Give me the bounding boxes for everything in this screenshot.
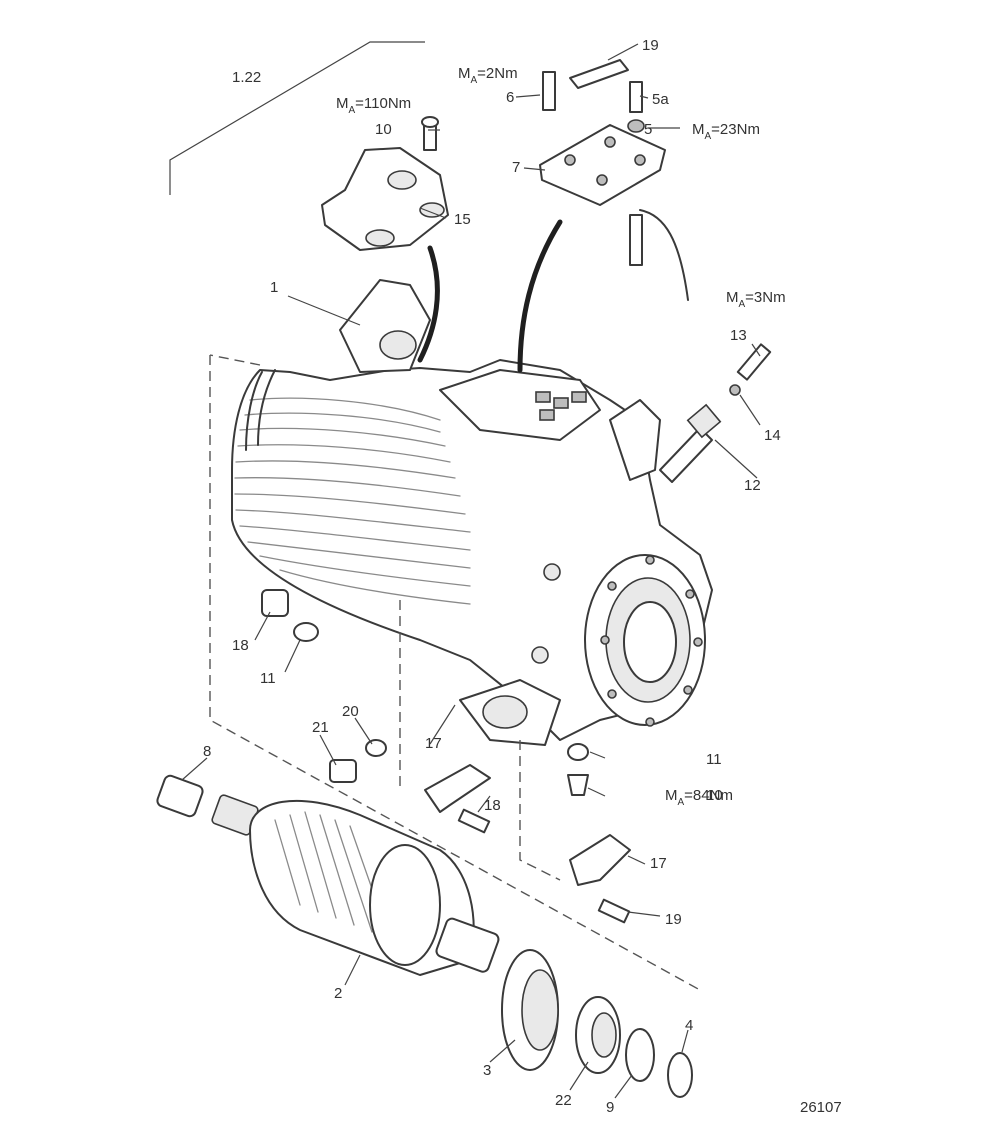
label-20: 20 (342, 703, 359, 720)
label-22: 22 (555, 1092, 572, 1109)
pipe-elbow-part-right (569, 834, 631, 924)
screw-part (542, 59, 689, 301)
label-18-left: 18 (232, 637, 249, 654)
label-3: 3 (483, 1062, 491, 1079)
label-16: 10 (706, 787, 723, 804)
bearing-part (575, 996, 621, 1074)
bolt-part (421, 116, 439, 151)
torque-labels: MA=2Nm MA=110Nm MA=23Nm MA=3Nm MA=84Nm (336, 65, 786, 808)
connector-plug-part (659, 343, 772, 483)
label-5a: 5a (652, 91, 669, 108)
bolt-washer-part (329, 739, 387, 783)
label-14: 14 (764, 427, 781, 444)
label-19-right: 19 (665, 911, 682, 928)
cover-plate-part (539, 124, 666, 206)
label-1-22: 1.22 (232, 69, 261, 86)
part-number-labels: 1 2 3 4 5 5a 6 7 8 9 10 11 11 12 13 14 1… (203, 37, 781, 1116)
torque-3nm: MA=3Nm (726, 289, 786, 310)
cable-left (417, 245, 440, 363)
cable-center (517, 219, 563, 373)
label-7: 7 (512, 159, 520, 176)
label-12: 12 (744, 477, 761, 494)
torque-23nm: MA=23Nm (692, 121, 760, 142)
washer-nut-part (567, 743, 589, 796)
label-4: 4 (685, 1017, 693, 1034)
label-10: 10 (375, 121, 392, 138)
label-2: 2 (334, 985, 342, 1002)
label-15: 15 (454, 211, 471, 228)
assembly-bracket-line (169, 41, 425, 195)
label-13: 13 (730, 327, 747, 344)
gear-part (501, 949, 559, 1071)
label-8: 8 (203, 743, 211, 760)
drawing-number: 26107 (800, 1099, 842, 1116)
label-11-right: 11 (706, 751, 722, 768)
label-11-left: 11 (260, 670, 276, 687)
label-21: 21 (312, 719, 329, 736)
label-6: 6 (506, 89, 514, 106)
plug-part-left (261, 589, 319, 642)
label-5: 5 (644, 121, 652, 138)
assembly-axis-lines (209, 354, 701, 991)
leader-lines (181, 43, 761, 1099)
torque-84nm: MA=84Nm (665, 787, 733, 808)
label-17-right: 17 (650, 855, 667, 872)
rotor-part (156, 774, 500, 976)
mounting-bracket-part (321, 147, 449, 251)
motor-housing (231, 279, 713, 746)
label-17-center: 17 (425, 735, 442, 752)
torque-110nm: MA=110Nm (336, 95, 411, 116)
pipe-elbow-part (424, 764, 491, 834)
label-9: 9 (606, 1099, 614, 1116)
torque-2nm: MA=2Nm (458, 65, 518, 86)
label-18-center: 18 (484, 797, 501, 814)
label-19-top: 19 (642, 37, 659, 54)
label-1: 1 (270, 279, 278, 296)
seal-ring-part (625, 1028, 693, 1098)
